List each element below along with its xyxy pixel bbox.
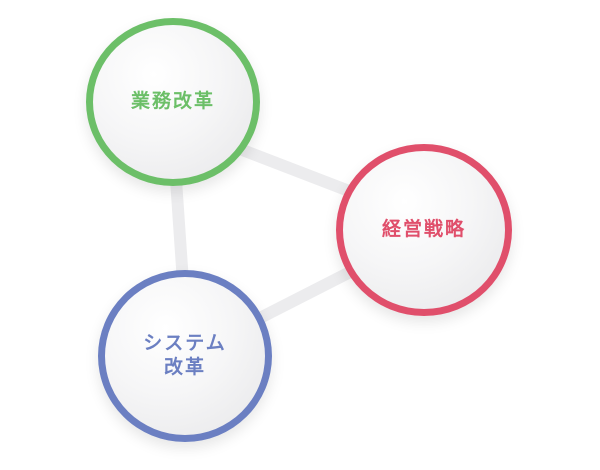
node-management-strategy-label-line-1: 経営戦略 bbox=[381, 218, 466, 241]
connector-system-strategy bbox=[246, 262, 364, 328]
node-system-reform-label-line-2: 改革 bbox=[163, 356, 206, 378]
connector-business-system bbox=[170, 174, 189, 288]
connector-business-strategy bbox=[226, 140, 368, 202]
node-business-reform-label: 業務改革 bbox=[131, 90, 215, 114]
node-system-reform-label: システム 改革 bbox=[143, 332, 226, 380]
node-system-reform-label-line-1: システム bbox=[143, 332, 227, 355]
node-business-reform-label-line-1: 業務改革 bbox=[130, 90, 215, 113]
node-business-reform: 業務改革 bbox=[86, 18, 260, 186]
node-management-strategy: 経営戦略 bbox=[336, 144, 512, 316]
node-management-strategy-label: 経営戦略 bbox=[382, 218, 466, 242]
node-system-reform: システム 改革 bbox=[98, 270, 272, 442]
